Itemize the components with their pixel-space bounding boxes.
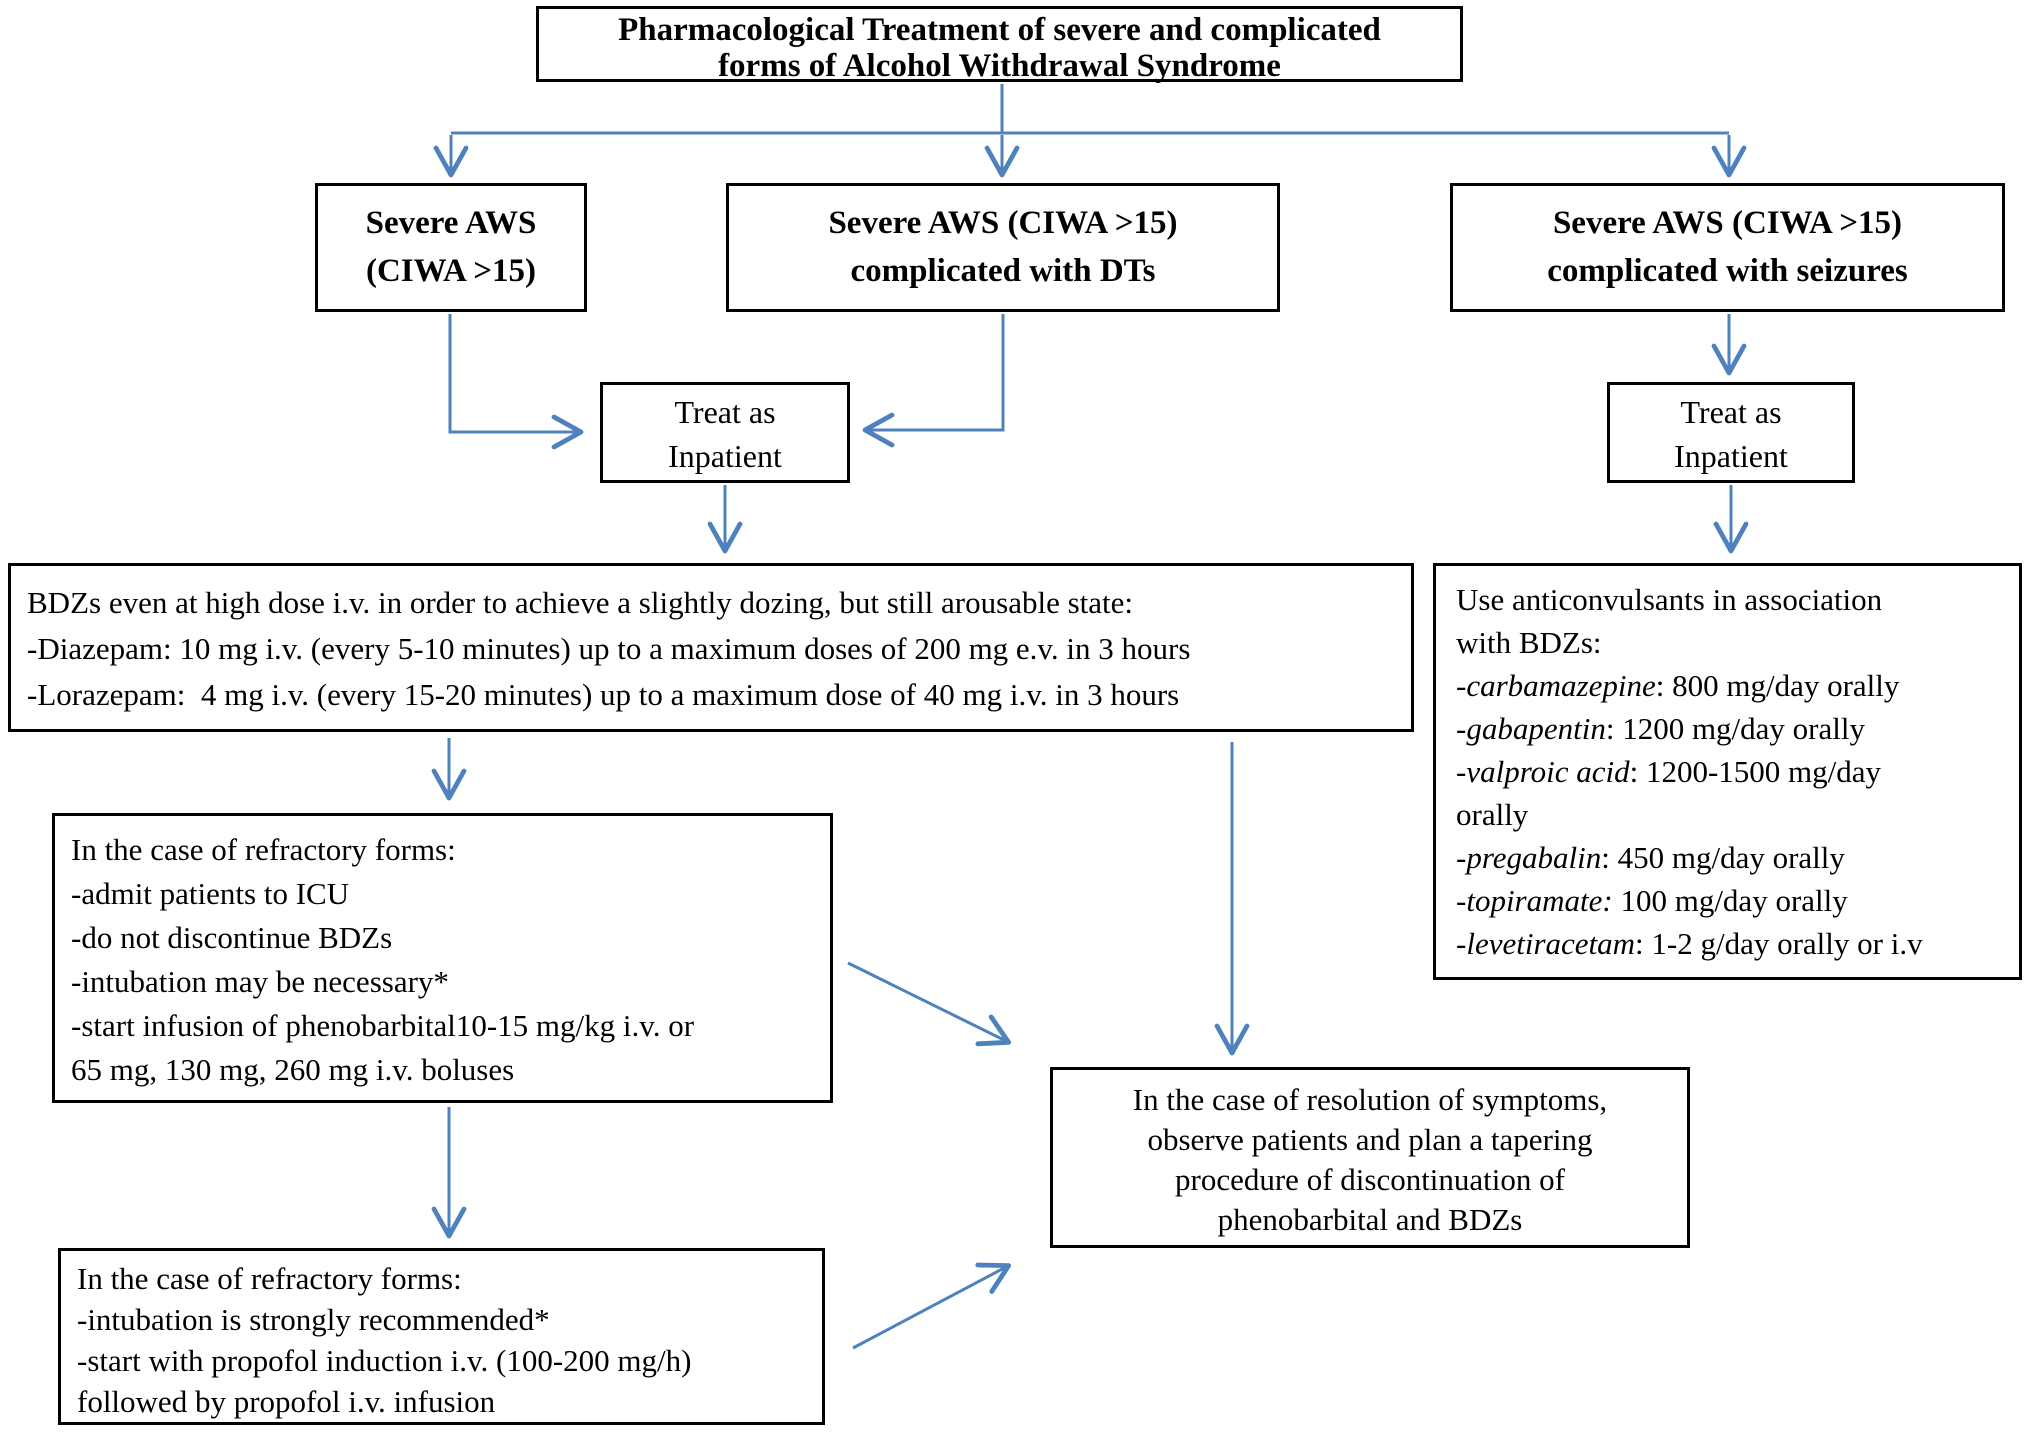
severe-seizures-box: Severe AWS (CIWA >15) complicated with s…	[1450, 183, 2005, 312]
resolution-line-1: In the case of resolution of symptoms,	[1132, 1082, 1608, 1117]
severe-aws-box: Severe AWS (CIWA >15)	[315, 183, 587, 312]
drug-line-pregabalin: -pregabalin: 450 mg/day orally	[1456, 840, 1845, 875]
severe-aws-line-2: (CIWA >15)	[365, 253, 537, 289]
severe-aws-line-1: Severe AWS	[365, 205, 537, 241]
refractory-icu-line-4: -intubation may be necessary*	[71, 964, 449, 999]
drug-name: levetiracetam	[1466, 926, 1636, 961]
treat-inpatient-left-box: Treat as Inpatient	[600, 382, 850, 483]
drug-line-topiramate: -topiramate: 100 mg/day orally	[1456, 883, 1848, 918]
bdz-line-3: -Lorazepam: 4 mg i.v. (every 15-20 minut…	[27, 677, 1180, 712]
refractory-propofol-line-2: -intubation is strongly recommended*	[77, 1302, 550, 1337]
drug-line-levetiracetam: -levetiracetam: 1-2 g/day orally or i.v	[1456, 926, 1923, 961]
refractory-icu-line-1: In the case of refractory forms:	[71, 832, 456, 867]
drug-name: valproic acid	[1466, 754, 1630, 789]
bdz-protocol-box: BDZs even at high dose i.v. in order to …	[8, 563, 1414, 732]
severe-dts-line-1: Severe AWS (CIWA >15)	[828, 205, 1178, 241]
severe-dts-line-2: complicated with DTs	[850, 253, 1156, 289]
refractory-propofol-line-3: -start with propofol induction i.v. (100…	[77, 1343, 692, 1378]
refractory-icu-line-6: 65 mg, 130 mg, 260 mg i.v. boluses	[71, 1052, 515, 1087]
connector-refractory-to-resolution	[847, 961, 1012, 1047]
refractory-icu-line-2: -admit patients to ICU	[71, 876, 350, 911]
connector-propofol-to-resolution	[852, 1262, 1012, 1350]
treat-left-line-1: Treat as	[674, 394, 776, 430]
drug-name: topiramate:	[1466, 883, 1613, 918]
connector-severe-to-treat-left	[448, 314, 584, 450]
treat-inpatient-right-box: Treat as Inpatient	[1607, 382, 1855, 483]
treat-right-line-2: Inpatient	[1674, 438, 1788, 474]
title-line-1: Pharmacological Treatment of severe and …	[618, 12, 1381, 48]
drug-line-gabapentin: -gabapentin: 1200 mg/day orally	[1456, 711, 1865, 746]
refractory-icu-line-3: -do not discontinue BDZs	[71, 920, 393, 955]
connector-dts-to-treat-left	[862, 314, 1005, 448]
refractory-propofol-box: In the case of refractory forms: -intuba…	[58, 1248, 825, 1425]
drug-line-valproic-acid: -valproic acid: 1200-1500 mg/day	[1456, 754, 1882, 789]
anticonvulsants-intro-1: Use anticonvulsants in association	[1456, 582, 1883, 617]
refractory-icu-box: In the case of refractory forms: -admit …	[52, 813, 833, 1103]
title-line-2: forms of Alcohol Withdrawal Syndrome	[718, 48, 1281, 84]
title-box: Pharmacological Treatment of severe and …	[536, 6, 1463, 84]
severe-seizures-line-2: complicated with seizures	[1547, 253, 1908, 289]
refractory-icu-line-5: -start infusion of phenobarbital10-15 mg…	[71, 1008, 695, 1043]
refractory-propofol-line-4: followed by propofol i.v. infusion	[77, 1384, 496, 1419]
drug-name: gabapentin	[1466, 711, 1606, 746]
refractory-propofol-line-1: In the case of refractory forms:	[77, 1261, 462, 1296]
treat-right-line-1: Treat as	[1680, 394, 1782, 430]
drug-line-carbamazepine: -carbamazepine: 800 mg/day orally	[1456, 668, 1900, 703]
anticonvulsants-intro-2: with BDZs:	[1456, 625, 1602, 660]
bdz-line-1: BDZs even at high dose i.v. in order to …	[27, 585, 1133, 620]
drug-name: carbamazepine	[1466, 668, 1656, 703]
resolution-line-4: phenobarbital and BDZs	[1217, 1202, 1523, 1237]
severe-dts-box: Severe AWS (CIWA >15) complicated with D…	[726, 183, 1280, 312]
severe-seizures-line-1: Severe AWS (CIWA >15)	[1552, 205, 1903, 241]
bdz-line-2: -Diazepam: 10 mg i.v. (every 5-10 minute…	[27, 631, 1191, 666]
resolution-line-2: observe patients and plan a tapering	[1147, 1122, 1593, 1157]
anticonvulsants-box: Use anticonvulsants in association with …	[1433, 563, 2022, 980]
resolution-box: In the case of resolution of symptoms, o…	[1050, 1067, 1690, 1248]
drug-name: pregabalin	[1466, 840, 1602, 875]
resolution-line-3: procedure of discontinuation of	[1175, 1162, 1565, 1197]
drug-line-valproic-acid-wrap: orally	[1456, 797, 1529, 832]
treat-left-line-2: Inpatient	[668, 438, 782, 474]
